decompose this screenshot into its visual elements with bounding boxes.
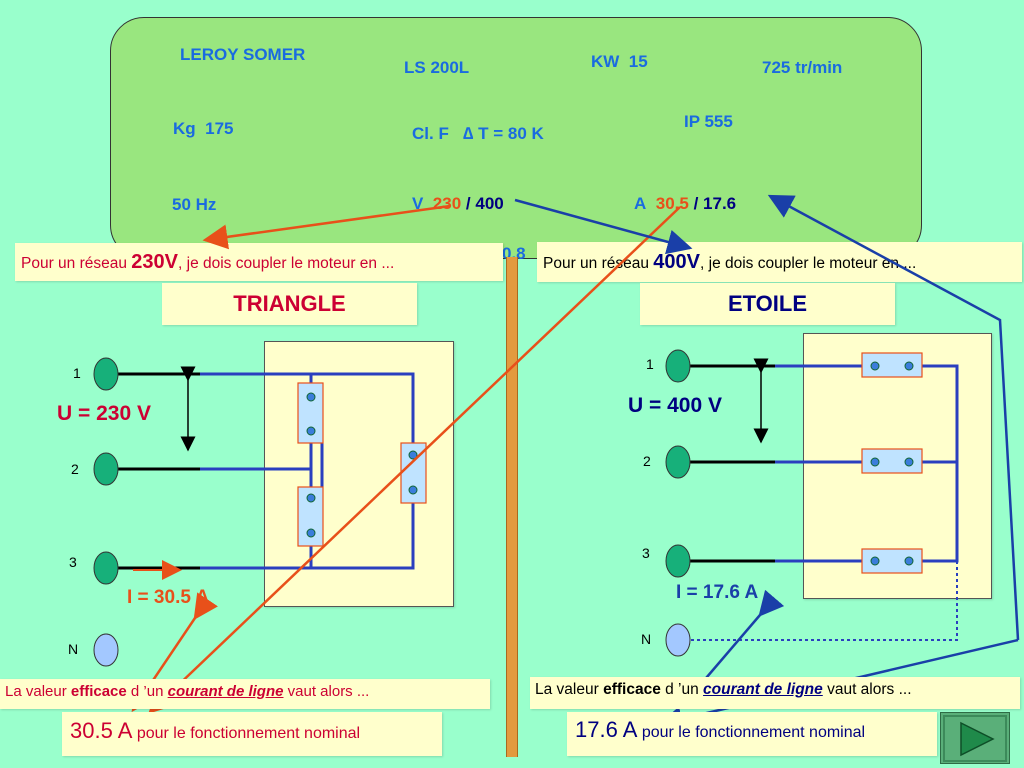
next-slide-button[interactable] <box>940 712 1010 764</box>
right-network-volt: 400V <box>653 251 701 273</box>
right-eff-em: courant de ligne <box>703 681 823 698</box>
left-eff-mid: d ’un <box>126 683 168 700</box>
plate-delta-t: ∆ T = 80 K <box>463 124 544 143</box>
left-wire-1 <box>200 372 415 462</box>
left-network-note: Pour un réseau 230V, je dois coupler le … <box>15 243 503 281</box>
right-eff-pre: La valeur <box>535 681 604 698</box>
right-terminal-label-2: 2 <box>643 453 651 469</box>
right-efficace-note: La valeur efficace d ’un courant de lign… <box>530 677 1020 709</box>
left-current-label: I = 30.5 A <box>127 587 210 608</box>
left-efficace-note: La valeur efficace d ’un courant de lign… <box>0 679 490 709</box>
plate-v-sep: / <box>465 194 471 213</box>
plate-v-label: V <box>412 194 424 213</box>
left-network-pre: Pour un réseau <box>21 255 132 272</box>
left-eff-bold: efficace <box>70 683 127 700</box>
plate-a-sep: / <box>693 194 699 213</box>
plate-a-high: 17.6 <box>703 194 737 213</box>
arrow-result-to-17-6 <box>767 194 1020 641</box>
arrow-30-5-to-result <box>148 206 681 714</box>
left-eff-post: vaut alors ... <box>283 683 370 700</box>
left-terminal-n <box>93 633 119 667</box>
right-result-text: pour le fonctionnement nominal <box>637 724 866 741</box>
right-eff-mid: d ’un <box>660 681 704 698</box>
right-terminal-1 <box>665 349 691 383</box>
plate-weight: Kg 175 <box>173 119 234 139</box>
plate-kg-label: Kg <box>173 119 196 138</box>
center-divider <box>506 257 518 757</box>
left-voltage-label: U = 230 V <box>57 402 151 425</box>
plate-v-high: 400 <box>475 194 504 213</box>
winding-dot <box>870 457 880 467</box>
winding-dot <box>870 556 880 566</box>
left-network-post: , je dois coupler le moteur en ... <box>178 255 395 272</box>
left-result-box: 30.5 A pour le fonctionnement nominal <box>62 712 442 756</box>
right-eff-post: vaut alors ... <box>822 681 912 698</box>
winding-dot <box>306 528 316 538</box>
left-eff-em: courant de ligne <box>167 683 284 700</box>
left-wire-3 <box>200 488 415 570</box>
triangle-title: TRIANGLE <box>162 283 417 325</box>
right-network-post: , je dois coupler le moteur en ... <box>700 255 917 272</box>
plate-kg-value: 175 <box>205 119 234 138</box>
right-terminal-2 <box>665 445 691 479</box>
right-terminal-3 <box>665 544 691 578</box>
right-network-note: Pour un réseau 400V, je dois coupler le … <box>537 242 1022 282</box>
etoile-title: ETOILE <box>640 283 895 325</box>
winding-dot <box>408 485 418 495</box>
winding-dot <box>306 426 316 436</box>
right-result-value: 17.6 A <box>575 717 638 742</box>
play-triangle-icon <box>943 715 1007 762</box>
plate-a-label: A <box>634 194 647 213</box>
plate-current: A 30.5 / 17.6 <box>634 194 736 214</box>
winding-dot <box>904 457 914 467</box>
left-terminal-label-3: 3 <box>69 554 77 570</box>
winding-dot <box>408 450 418 460</box>
plate-speed: 725 tr/min <box>762 58 843 77</box>
winding-dot <box>904 361 914 371</box>
left-terminal-3 <box>93 551 119 585</box>
left-terminal-label-2: 2 <box>71 461 79 477</box>
winding-dot <box>904 556 914 566</box>
plate-kw-label: KW <box>591 52 620 71</box>
plate-a-low: 30.5 <box>655 194 689 213</box>
left-terminal-label-1: 1 <box>73 365 81 381</box>
left-result-value: 30.5 A <box>70 718 133 743</box>
left-eff-pre: La valeur <box>5 683 71 700</box>
plate-model: LS 200L <box>404 58 470 77</box>
winding-dot <box>306 493 316 503</box>
left-network-volt: 230V <box>131 251 179 273</box>
arrow-230-to-note <box>202 204 451 250</box>
arrow-400-to-note <box>514 198 693 255</box>
plate-kw-value: 15 <box>628 52 648 71</box>
right-network-pre: Pour un réseau <box>543 255 654 272</box>
plate-ip: IP 555 <box>684 112 733 131</box>
right-terminal-label-1: 1 <box>646 356 654 372</box>
winding-dot <box>870 361 880 371</box>
winding-dot <box>306 392 316 402</box>
right-current-label: I = 17.6 A <box>676 582 759 603</box>
left-terminal-1 <box>93 357 119 391</box>
left-result-text: pour le fonctionnement nominal <box>132 725 361 742</box>
plate-power: KW 15 <box>591 52 648 72</box>
left-terminal-2 <box>93 452 119 486</box>
right-result-box: 17.6 A pour le fonctionnement nominal <box>567 712 937 756</box>
plate-insulation-class: Cl. F <box>412 124 449 143</box>
right-voltage-label: U = 400 V <box>628 394 722 417</box>
motor-nameplate <box>110 17 922 259</box>
right-eff-bold: efficace <box>603 681 661 698</box>
right-terminal-label-3: 3 <box>642 545 650 561</box>
plate-class: Cl. F ∆ T = 80 K <box>412 124 544 144</box>
right-terminal-n <box>665 623 691 657</box>
neutral-dotted-wire <box>690 561 958 641</box>
plate-frequency: 50 Hz <box>172 195 217 214</box>
plate-brand: LEROY SOMER <box>180 45 306 64</box>
left-terminal-label-n: N <box>68 641 79 657</box>
right-terminal-label-n: N <box>641 631 652 647</box>
